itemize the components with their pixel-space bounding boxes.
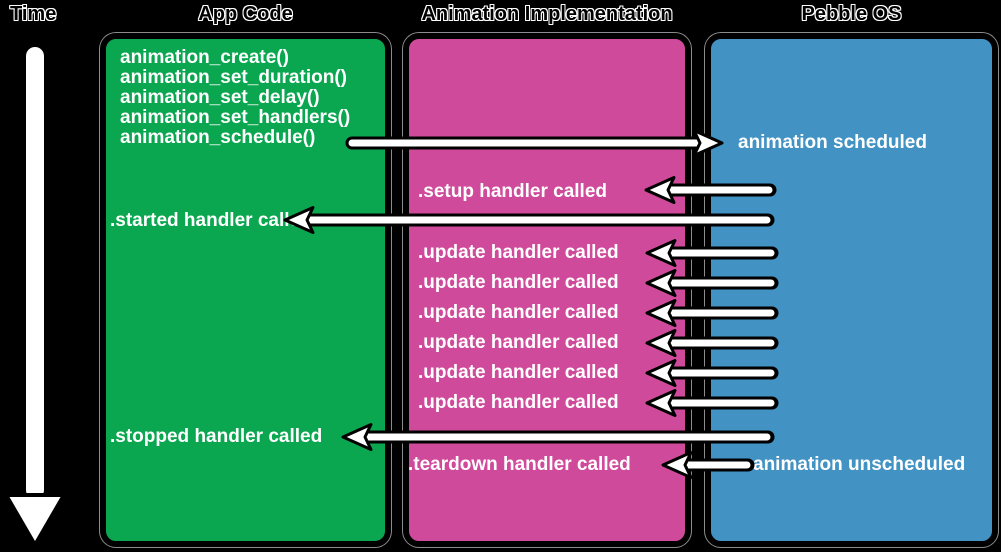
api-call: animation_set_delay() bbox=[120, 87, 320, 108]
arrow-update-callback-5 bbox=[645, 359, 779, 387]
stopped-handler-label: .stopped handler called bbox=[110, 426, 323, 447]
update-handler-label: .update handler called bbox=[418, 302, 619, 323]
api-call: animation_set_duration() bbox=[120, 67, 347, 88]
teardown-handler-label: .teardown handler called bbox=[408, 454, 631, 475]
arrow-update-callback-1 bbox=[645, 239, 779, 267]
api-call: animation_set_handlers() bbox=[120, 107, 351, 128]
animation-implementation-column-header: Animation Implementation bbox=[421, 3, 673, 25]
arrow-schedule-to-os bbox=[345, 129, 724, 157]
time-axis-label: Time bbox=[10, 3, 57, 25]
started-handler-label: .started handler called bbox=[110, 210, 312, 231]
setup-handler-label: .setup handler called bbox=[418, 181, 607, 202]
app-code-box bbox=[100, 33, 391, 547]
arrow-stopped-callback bbox=[341, 423, 775, 451]
arrow-update-callback-3 bbox=[645, 299, 779, 327]
animation-scheduled-label: animation scheduled bbox=[738, 132, 927, 153]
update-handler-label: .update handler called bbox=[418, 332, 619, 353]
update-handler-label: .update handler called bbox=[418, 362, 619, 383]
update-handler-label: .update handler called bbox=[418, 272, 619, 293]
arrow-update-callback-6 bbox=[645, 389, 779, 417]
pebble-os-column-header: Pebble OS bbox=[801, 3, 902, 25]
arrow-teardown-callback bbox=[661, 451, 755, 479]
arrow-setup-callback bbox=[644, 176, 777, 204]
api-call: animation_create() bbox=[120, 47, 289, 68]
arrow-update-callback-4 bbox=[645, 329, 779, 357]
arrow-started-callback bbox=[283, 206, 775, 234]
update-handler-label: .update handler called bbox=[418, 242, 619, 263]
animation-unscheduled-label: animation unscheduled bbox=[753, 454, 966, 475]
update-handler-label: .update handler called bbox=[418, 392, 619, 413]
arrow-update-callback-2 bbox=[645, 269, 779, 297]
app-code-column-header: App Code bbox=[198, 3, 293, 25]
api-call: animation_schedule() bbox=[120, 127, 316, 148]
animation-implementation-box bbox=[403, 33, 691, 547]
pebble-os-box bbox=[705, 33, 998, 547]
app-code-api-calls: animation_create() animation_set_duratio… bbox=[120, 48, 350, 148]
time-down-arrow-icon bbox=[4, 43, 66, 547]
